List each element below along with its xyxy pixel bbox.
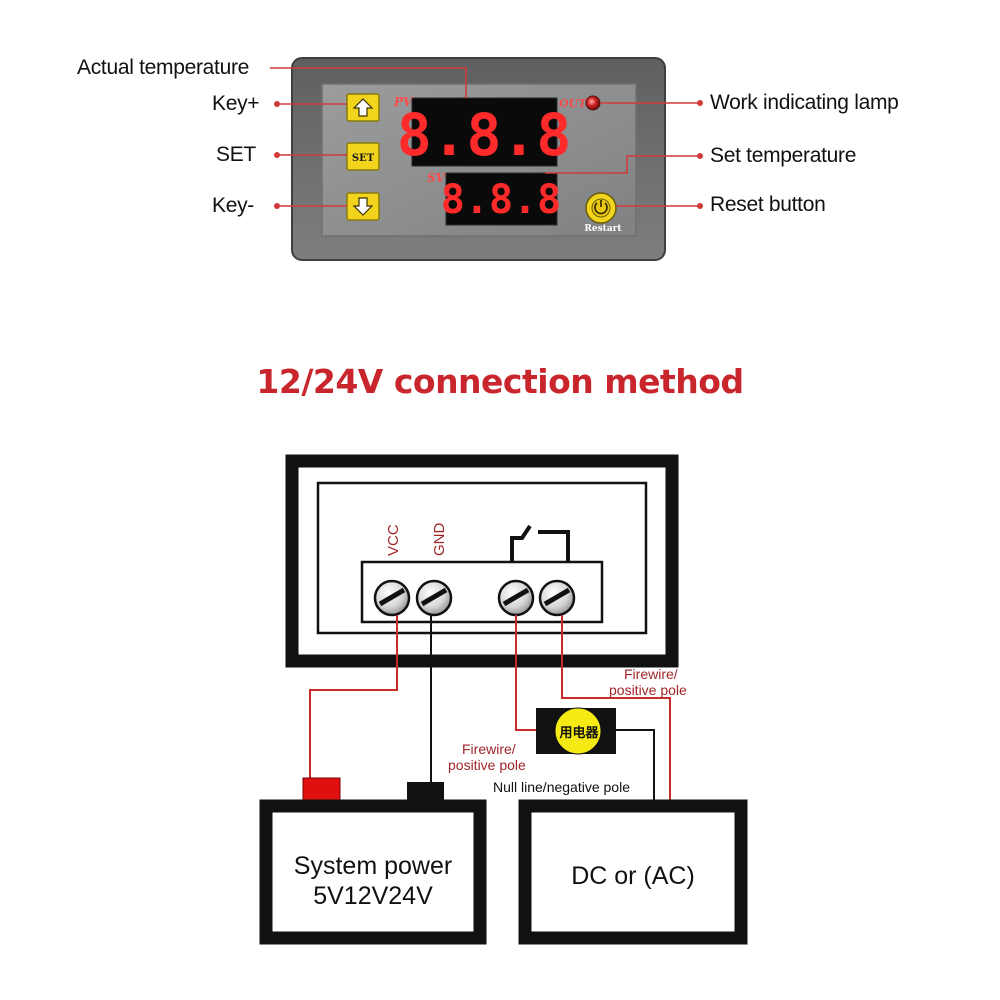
system-power-box: [259, 799, 487, 945]
callout-actual-temperature: Actual temperature: [77, 56, 250, 79]
sv-display: 8.8.8: [441, 172, 561, 226]
key-plus-button[interactable]: [346, 93, 380, 122]
callout-set: SET: [216, 143, 256, 166]
firewire-left-line2: positive pole: [448, 757, 526, 773]
wiring-title: 12/24V connection method: [256, 362, 744, 401]
callout-key-minus: Key-: [212, 194, 254, 217]
wire-relay-to-appliance: [515, 615, 540, 731]
restart-label: Restart: [584, 224, 622, 234]
set-key-button[interactable]: SET: [346, 142, 380, 171]
power-box-line1: System power: [293, 852, 453, 880]
pv-label: PV: [393, 95, 414, 109]
screw-terminal-relay-2: [538, 579, 576, 617]
screw-terminal-vcc: [373, 579, 411, 617]
callout-work-lamp: Work indicating lamp: [710, 91, 899, 114]
led-lamp-icon: [585, 95, 601, 111]
set-key-label: SET: [352, 153, 375, 164]
wire-firewire-top: [561, 615, 671, 805]
dc-ac-box: [518, 799, 748, 945]
sv-digits: 8.8.8: [441, 177, 561, 223]
firewire-top-line1: Firewire/: [624, 666, 678, 682]
callout-lines: [270, 67, 700, 207]
positive-terminal: [302, 777, 341, 803]
appliance-label: 用电器: [558, 725, 599, 741]
terminal-gnd-label: GND: [431, 523, 448, 557]
terminal-vcc-label: VCC: [385, 524, 402, 556]
reset-button[interactable]: [585, 192, 617, 224]
screw-terminal-relay-1: [497, 579, 535, 617]
power-icon: [594, 200, 608, 215]
dc-box-label: DC or (AC): [571, 862, 695, 890]
callout-dots: [274, 100, 703, 209]
appliance: 用电器: [536, 707, 616, 755]
down-arrow-icon: [352, 197, 374, 216]
callout-reset-button: Reset button: [710, 193, 826, 216]
screw-terminal-gnd: [415, 579, 453, 617]
wires: [309, 615, 671, 805]
relay-switch-icon: [510, 524, 570, 562]
callout-key-plus: Key+: [212, 92, 260, 115]
wire-null-line: [616, 729, 655, 805]
callout-line-actual-temperature: [270, 67, 467, 98]
sv-label: SV: [427, 171, 447, 185]
null-line-label: Null line/negative pole: [493, 779, 630, 795]
up-arrow-icon: [352, 98, 374, 117]
pv-display: 8.8.8: [397, 97, 572, 169]
firewire-left-line1: Firewire/: [462, 741, 516, 757]
firewire-top-line2: positive pole: [609, 682, 687, 698]
wire-vcc: [309, 615, 398, 780]
pv-digits: 8.8.8: [397, 101, 572, 169]
key-minus-button[interactable]: [346, 192, 380, 221]
out-label: OUT: [559, 97, 587, 110]
callout-set-temperature: Set temperature: [710, 144, 857, 167]
callout-line-set-temperature: [545, 155, 700, 174]
power-box-line2: 5V12V24V: [313, 882, 433, 910]
